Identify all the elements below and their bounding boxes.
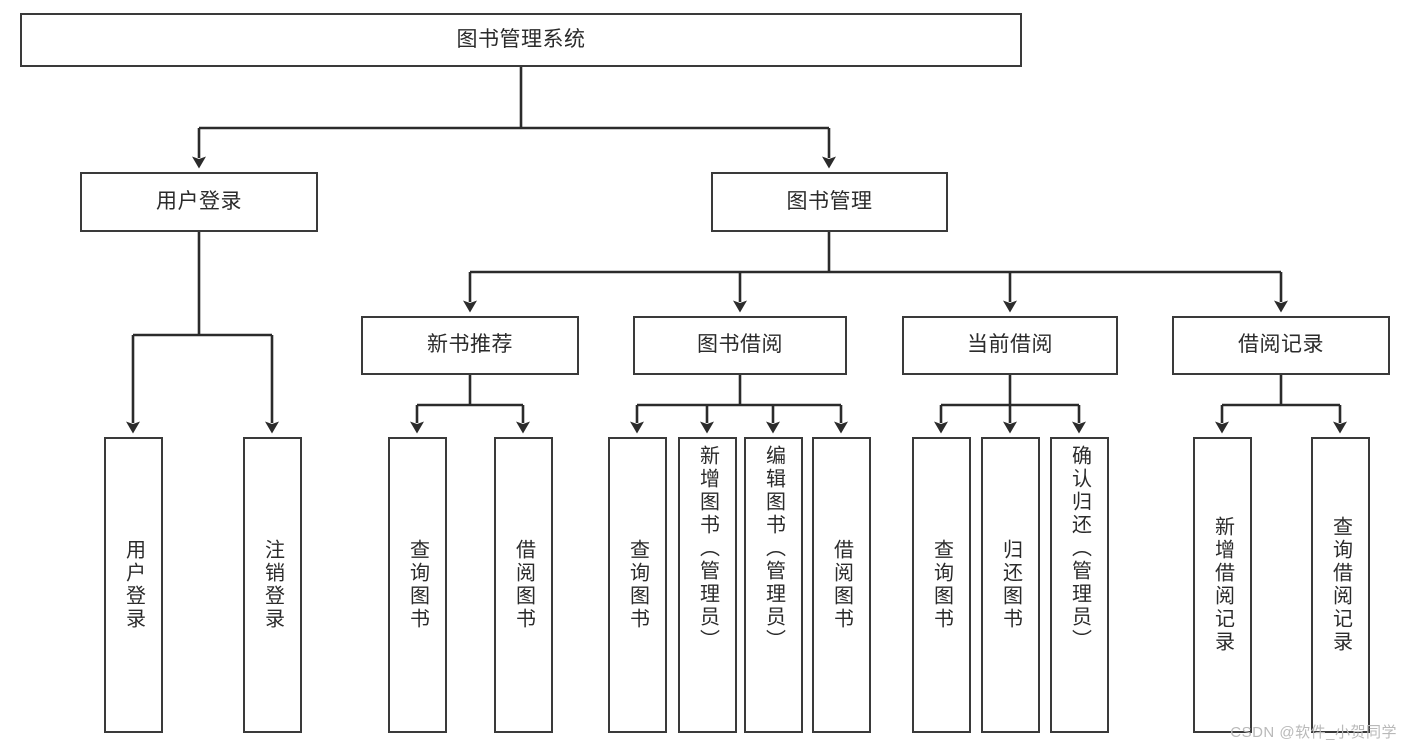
leaf-book-borrow-edit[interactable]: 编辑图书（管理员） (744, 437, 803, 733)
leaf-user-login-logout[interactable]: 注销登录 (243, 437, 302, 733)
node-label: 编辑图书（管理员） (762, 445, 785, 652)
node-label: 查询图书 (930, 539, 953, 631)
node-label: 查询图书 (406, 539, 429, 631)
node-user-login[interactable]: 用户登录 (80, 172, 318, 232)
node-book-management[interactable]: 图书管理 (711, 172, 948, 232)
node-label: 用户登录 (156, 189, 242, 213)
node-label: 借阅图书 (830, 539, 853, 631)
node-label: 查询借阅记录 (1329, 516, 1352, 654)
node-label: 借阅图书 (512, 539, 535, 631)
node-new-book-recommend[interactable]: 新书推荐 (361, 316, 579, 375)
node-label: 新增借阅记录 (1211, 516, 1234, 654)
node-label: 借阅记录 (1238, 333, 1324, 357)
leaf-new-book-query[interactable]: 查询图书 (388, 437, 447, 733)
node-label: 图书管理 (786, 189, 873, 213)
node-label: 新书推荐 (427, 333, 513, 357)
node-label: 确认归还（管理员） (1068, 445, 1091, 652)
node-label: 新增图书（管理员） (696, 445, 719, 652)
leaf-book-borrow-query[interactable]: 查询图书 (608, 437, 667, 733)
leaf-current-borrow-confirm-return[interactable]: 确认归还（管理员） (1050, 437, 1109, 733)
leaf-user-login-login[interactable]: 用户登录 (104, 437, 163, 733)
node-label: 注销登录 (261, 539, 284, 631)
node-book-borrow[interactable]: 图书借阅 (633, 316, 847, 375)
leaf-current-borrow-query[interactable]: 查询图书 (912, 437, 971, 733)
node-label: 图书借阅 (697, 333, 783, 357)
node-label: 查询图书 (626, 539, 649, 631)
node-label: 用户登录 (122, 539, 145, 631)
watermark-text: CSDN @软件_小贺同学 (1230, 724, 1397, 741)
leaf-book-borrow-borrow[interactable]: 借阅图书 (812, 437, 871, 733)
node-borrow-record[interactable]: 借阅记录 (1172, 316, 1390, 375)
leaf-book-borrow-add[interactable]: 新增图书（管理员） (678, 437, 737, 733)
leaf-current-borrow-return[interactable]: 归还图书 (981, 437, 1040, 733)
node-root-system[interactable]: 图书管理系统 (20, 13, 1022, 67)
leaf-new-book-borrow[interactable]: 借阅图书 (494, 437, 553, 733)
leaf-borrow-record-query[interactable]: 查询借阅记录 (1311, 437, 1370, 733)
node-label: 图书管理系统 (456, 27, 586, 51)
node-label: 归还图书 (999, 539, 1022, 631)
node-current-borrow[interactable]: 当前借阅 (902, 316, 1118, 375)
leaf-borrow-record-add[interactable]: 新增借阅记录 (1193, 437, 1252, 733)
node-label: 当前借阅 (967, 333, 1053, 357)
